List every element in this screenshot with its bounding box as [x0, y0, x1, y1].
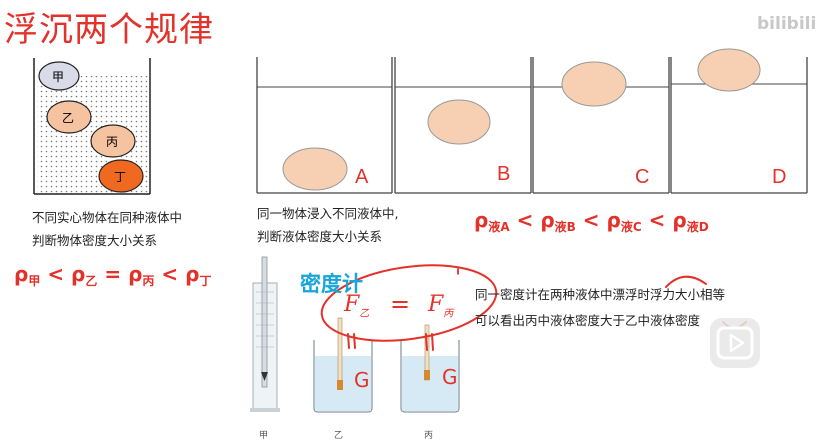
solid-density-relation: ρ甲 < ρ乙 = ρ丙 < ρ丁	[14, 262, 212, 288]
right-caption-1: 同一物体浸入不同液体中,	[257, 206, 399, 221]
ball-jia	[38, 61, 80, 91]
hydrometer-desc-2: 可以看出丙中液体密度大于乙中液体密度	[475, 313, 701, 328]
hw-g-bing: G	[442, 365, 458, 389]
hydrometer-title: 密度计	[300, 272, 363, 296]
ball-label-jia: 甲	[52, 70, 65, 84]
right-caption-2: 判断液体密度大小关系	[257, 229, 383, 244]
container-label-a: A	[355, 166, 369, 188]
ball-label-bing: 丙	[106, 135, 119, 149]
left-caption-2: 判断物体密度大小关系	[32, 233, 158, 248]
page-title: 浮沉两个规律	[4, 10, 214, 50]
figure-label-bing: 丙	[424, 431, 434, 441]
figure-label-jia: 甲	[259, 431, 269, 441]
ball-yi	[46, 100, 92, 134]
left-caption-1: 不同实心物体在同种液体中	[32, 210, 183, 225]
ball-label-ding: 丁	[114, 170, 127, 184]
ball-label-yi: 乙	[62, 111, 75, 125]
liquid-density-relation: ρ液A < ρ液B < ρ液C < ρ液D	[474, 208, 709, 234]
play-button[interactable]	[710, 318, 760, 368]
watermark-logo: bilibili	[757, 14, 817, 34]
container-d	[670, 48, 808, 194]
play-icon	[716, 326, 754, 360]
hw-f-bing: F丙	[428, 292, 454, 320]
container-label-b: B	[497, 163, 511, 185]
ball-bing	[90, 124, 136, 158]
hydrometer-beaker-yi	[313, 317, 373, 413]
container-b	[394, 57, 532, 194]
hydrometer-cylinder	[250, 256, 280, 412]
handwriting-annotations	[320, 264, 747, 351]
container-label-c: C	[635, 166, 650, 188]
figure-label-yi: 乙	[334, 431, 344, 441]
hw-prime: '	[455, 266, 462, 291]
hw-g-yi: G	[354, 368, 370, 392]
hw-equals: =	[390, 290, 411, 318]
hw-f-yi: F乙	[344, 292, 370, 320]
hydrometer-desc-1: 同一密度计在两种液体中漂浮时浮力大小相等	[475, 287, 726, 302]
hydrometer-beaker-bing	[400, 324, 460, 413]
container-c	[532, 57, 670, 194]
container-label-d: D	[772, 166, 787, 188]
left-beaker	[33, 58, 151, 195]
container-a	[256, 57, 393, 194]
ball-ding	[98, 159, 144, 193]
